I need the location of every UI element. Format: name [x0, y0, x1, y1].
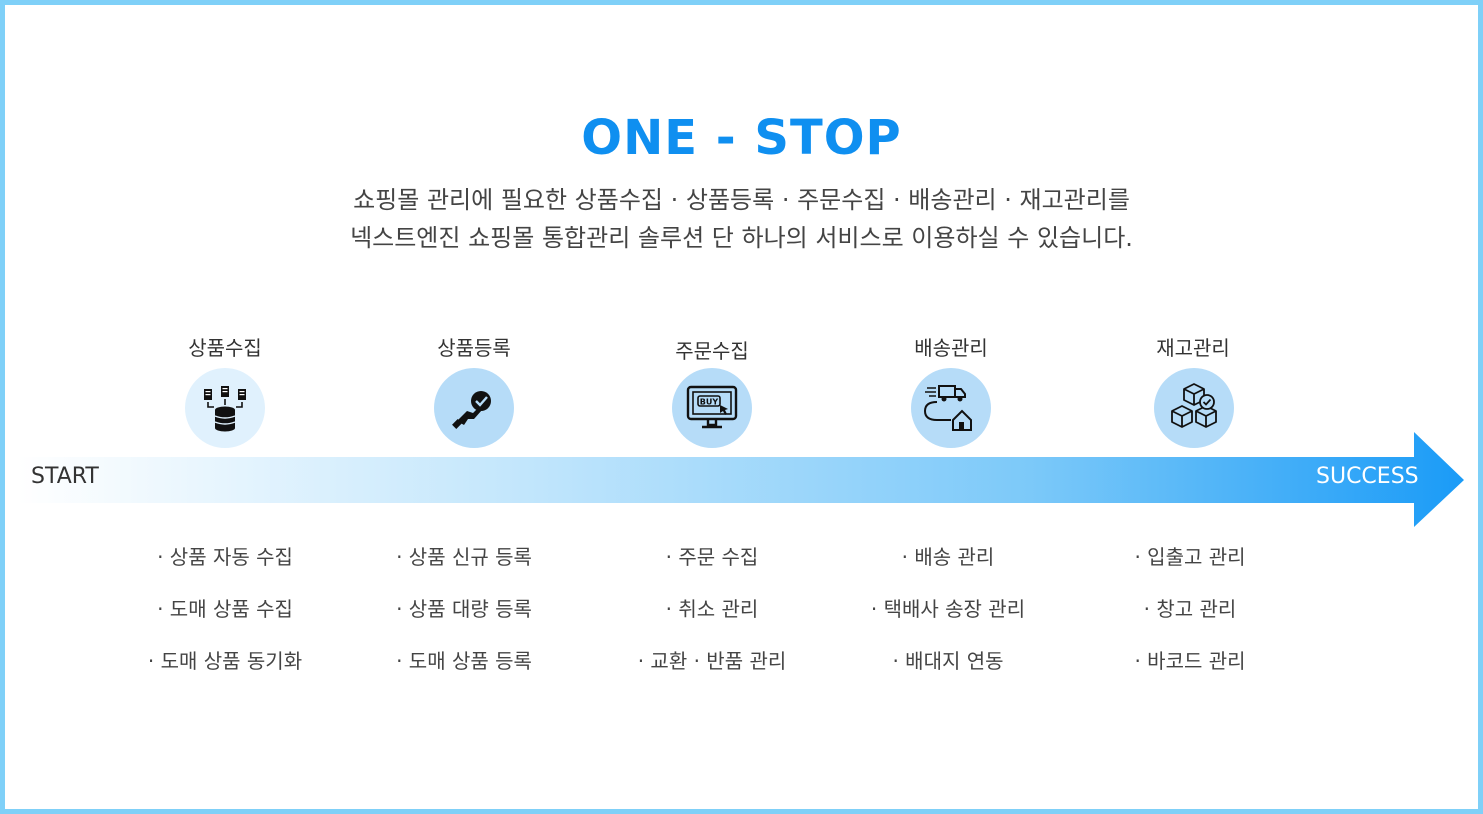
svg-text:BUY: BUY	[700, 398, 719, 407]
list-item: · 도매 상품 등록	[396, 649, 532, 673]
arrow-end-label: SUCCESS	[1316, 464, 1419, 489]
stage-label-shipping: 배송관리	[914, 336, 988, 360]
description-line-2: 넥스트엔진 쇼핑몰 통합관리 솔루션 단 하나의 서비스로 이용하실 수 있습니…	[350, 224, 1133, 252]
stage-label-inventory: 재고관리	[1156, 336, 1230, 360]
list-item: · 교환 · 반품 관리	[637, 649, 787, 673]
list-item: · 택배사 송장 관리	[870, 597, 1026, 621]
arrow-start-label: START	[31, 464, 99, 489]
hand-check-icon	[434, 368, 514, 448]
list-item: · 상품 자동 수집	[157, 545, 293, 569]
list-item: · 취소 관리	[665, 597, 759, 621]
list-item: · 바코드 관리	[1134, 649, 1246, 673]
page-title: ONE - STOP	[581, 110, 902, 166]
stage-label-product-register: 상품등록	[437, 336, 511, 360]
stage-label-order-collect: 주문수집	[675, 339, 749, 363]
database-collect-icon	[185, 368, 265, 448]
stage-items-product-collect: · 상품 자동 수집 · 도매 상품 수집 · 도매 상품 동기화	[105, 544, 345, 700]
description-line-1: 쇼핑몰 관리에 필요한 상품수집 · 상품등록 · 주문수집 · 배송관리 · …	[353, 186, 1130, 214]
truck-delivery-icon	[911, 368, 991, 448]
monitor-buy-icon: BUY	[672, 368, 752, 448]
stage-items-inventory: · 입출고 관리 · 창고 관리 · 바코드 관리	[1070, 544, 1310, 700]
list-item: · 도매 상품 수집	[157, 597, 293, 621]
list-item: · 상품 대량 등록	[396, 597, 532, 621]
list-item: · 창고 관리	[1143, 597, 1237, 621]
stage-items-shipping: · 배송 관리 · 택배사 송장 관리 · 배대지 연동	[828, 544, 1068, 700]
list-item: · 배대지 연동	[892, 649, 1004, 673]
list-item: · 상품 신규 등록	[396, 545, 532, 569]
list-item: · 주문 수집	[665, 545, 759, 569]
stage-items-order-collect: · 주문 수집 · 취소 관리 · 교환 · 반품 관리	[592, 544, 832, 700]
stage-items-product-register: · 상품 신규 등록 · 상품 대량 등록 · 도매 상품 등록	[344, 544, 584, 700]
boxes-stock-icon	[1154, 368, 1234, 448]
progress-arrow	[18, 432, 1466, 528]
list-item: · 배송 관리	[901, 545, 995, 569]
stage-label-product-collect: 상품수집	[188, 336, 262, 360]
list-item: · 입출고 관리	[1134, 545, 1246, 569]
list-item: · 도매 상품 동기화	[147, 649, 303, 673]
